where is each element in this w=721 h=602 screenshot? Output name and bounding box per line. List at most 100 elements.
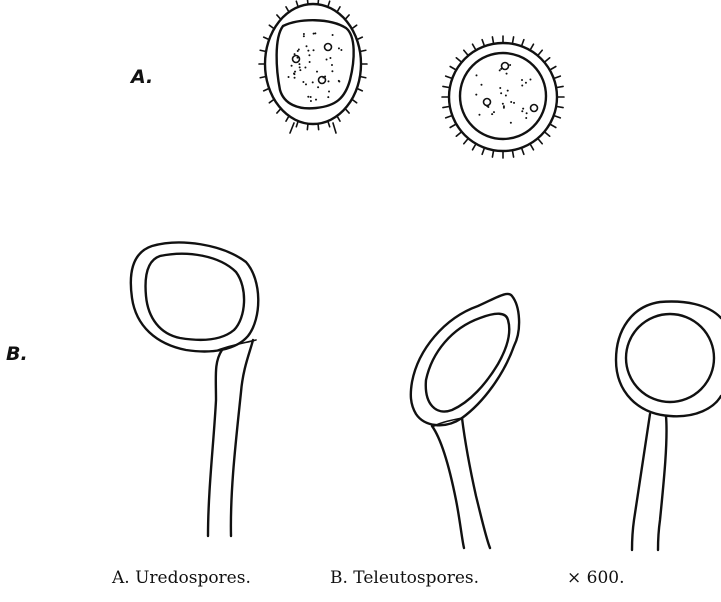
spine [456,58,461,62]
spine [352,99,357,103]
spine [296,121,298,127]
granule [312,81,314,83]
spine [450,67,456,71]
spine [556,86,563,87]
granule [521,110,523,112]
granule [328,90,330,92]
granule [291,65,293,67]
spine [357,37,362,39]
granule [306,45,308,47]
granule [529,79,531,81]
granule [491,113,493,115]
spine [269,25,274,29]
spine [530,144,534,150]
spine [307,124,308,130]
spine [277,109,281,113]
granule [478,114,480,116]
spine [464,50,468,55]
spine [286,7,289,12]
spine [318,124,319,130]
granule [310,96,312,98]
uredospore-1 [259,0,367,133]
granule [331,64,333,66]
granule [304,67,306,69]
granule [327,96,329,98]
granule [507,90,509,92]
caption-teleutospores: B. Teleutospores. [330,568,479,588]
granule [288,76,290,78]
granule [294,77,296,79]
granule [332,34,334,36]
granule [338,47,340,49]
spine [456,132,461,136]
granule [526,112,528,114]
granule [313,33,315,35]
spine [521,40,523,47]
granule [525,117,527,119]
spine [337,116,340,121]
granule [503,107,505,109]
granule [307,50,309,52]
granule [308,54,310,56]
spine [554,115,561,117]
granule [309,61,311,63]
granule [298,63,300,65]
spine [556,106,563,107]
spine [286,116,289,121]
granule [509,64,511,66]
uredospore-2 [442,36,564,158]
spine [512,37,513,44]
granule [329,57,331,59]
teleutospore-1 [131,243,258,536]
spine [296,1,298,7]
granule [302,81,304,83]
granule [480,84,482,86]
granule [303,33,305,35]
spine [521,148,523,155]
spine [473,144,477,150]
granule [316,71,318,73]
granule [328,80,330,82]
granule [299,69,301,71]
granule [505,95,507,97]
granule [314,32,316,34]
spine [446,76,453,78]
granule [510,122,512,124]
spine [538,138,542,143]
spine [554,76,561,78]
granule [303,35,305,37]
caption-uredospores: A. Uredospores. [112,568,251,588]
granule [294,71,296,73]
granule [510,101,512,103]
granule [499,87,501,89]
granule [475,74,477,76]
spine [328,121,330,127]
spine [357,88,362,90]
granule [487,106,489,108]
spine [550,67,556,71]
spine [307,0,308,4]
spine [544,58,549,62]
granule [313,49,315,51]
granule [298,48,300,50]
granule [513,102,515,104]
granule [340,49,342,51]
spine [492,37,493,44]
spine [464,138,468,143]
caption-magnification: × 600. [567,568,625,588]
spine [443,86,450,87]
granule [293,73,295,75]
granule [299,66,301,68]
spine [450,124,456,128]
granule [475,94,477,96]
spine [264,37,269,39]
granule [338,81,340,83]
granule [326,58,328,60]
granule [493,111,495,113]
granule [522,108,524,110]
spine [550,124,556,128]
spine [512,150,513,157]
spine [345,15,349,19]
panel-label-b: B. [6,343,28,365]
